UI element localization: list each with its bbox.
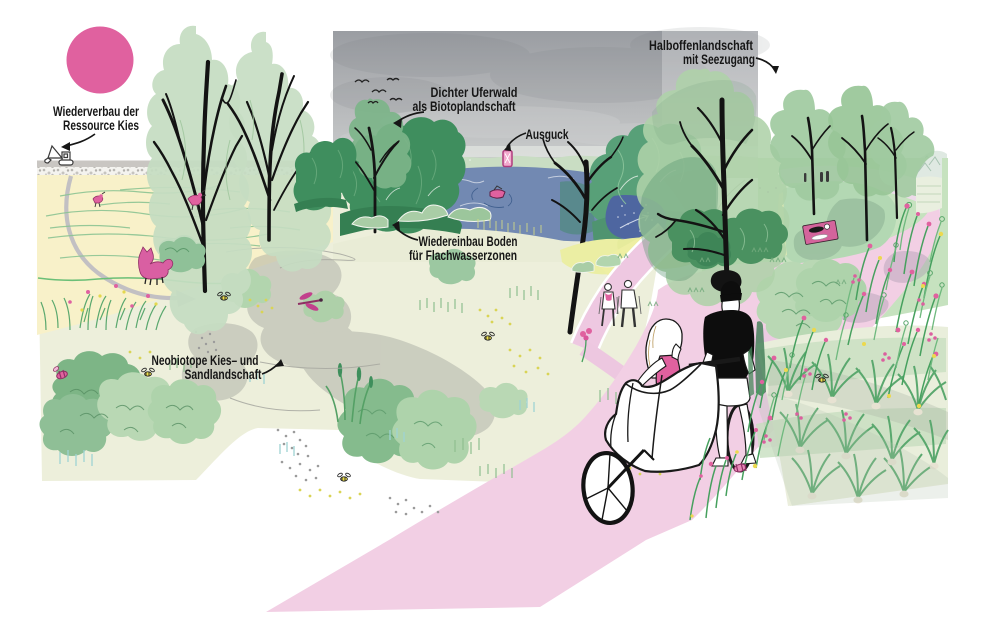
svg-text:Ressource Kies: Ressource Kies (63, 118, 139, 133)
svg-text:für Flachwasserzonen: für Flachwasserzonen (409, 248, 517, 263)
svg-text:Dichter Uferwald: Dichter Uferwald (431, 85, 518, 100)
svg-text:Ausguck: Ausguck (526, 127, 569, 142)
svg-text:Wiederverbau der: Wiederverbau der (53, 104, 140, 119)
svg-text:mit Seezugang: mit Seezugang (683, 52, 755, 67)
svg-text:als Biotoplandschaft: als Biotoplandschaft (413, 99, 516, 114)
svg-text:Halboffenlandschaft: Halboffenlandschaft (649, 38, 753, 53)
svg-text:Neobiotope Kies– und: Neobiotope Kies– und (152, 353, 259, 368)
svg-text:Sandlandschaft: Sandlandschaft (185, 367, 262, 382)
svg-text:Wiedereinbau Boden: Wiedereinbau Boden (419, 234, 518, 249)
